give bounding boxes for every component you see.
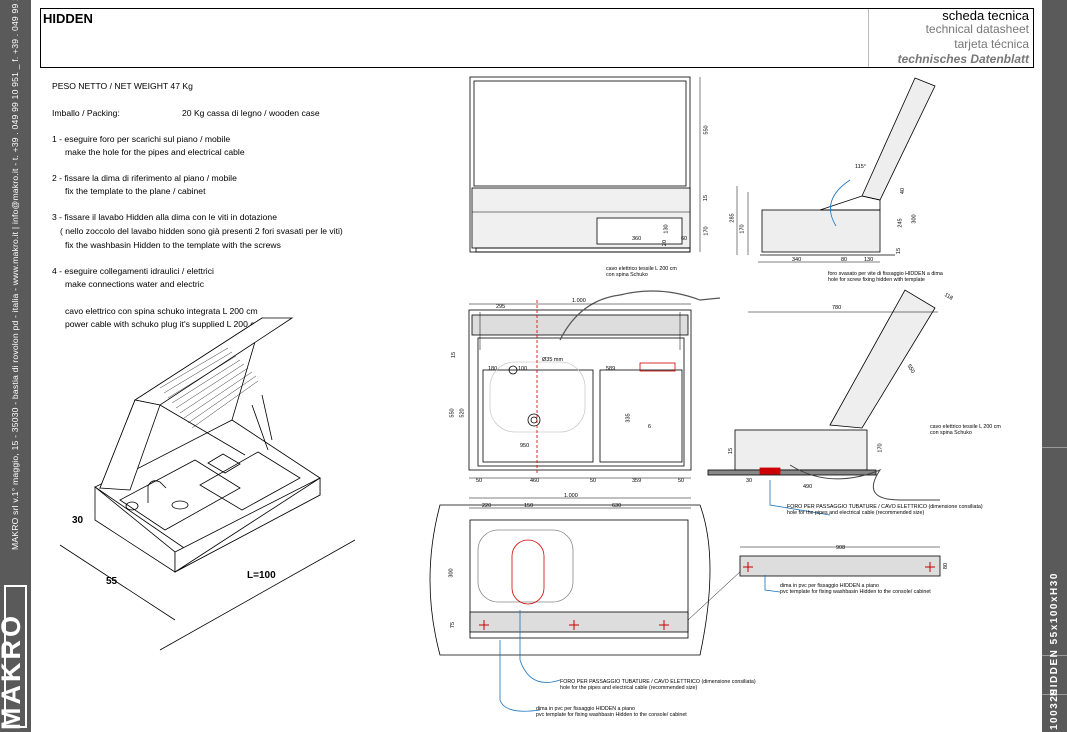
dim-label: 130 <box>663 224 670 234</box>
front-view <box>469 76 701 253</box>
header-lang-es: tarjeta técnica <box>954 37 1029 51</box>
step-1-en: make the hole for the pipes and electric… <box>65 147 245 157</box>
sidebar-divider <box>1042 447 1067 448</box>
dim-label: 150 <box>524 503 534 509</box>
dim-label: 335 <box>625 413 632 423</box>
plan-view <box>468 290 721 475</box>
dim-label: 950 <box>520 443 530 449</box>
iso-width-label: 55 <box>106 576 118 587</box>
header-lang-en: technical datasheet <box>925 22 1029 36</box>
net-weight: PESO NETTO / NET WEIGHT 47 Kg <box>52 81 193 91</box>
packing-value: 20 Kg cassa di legno / wooden case <box>182 108 320 118</box>
dim-label: 50 <box>476 478 483 484</box>
dim-label: 285 <box>729 213 736 223</box>
annotation-template-right: dima in pvc per fissaggio HIDDEN a piano… <box>780 583 931 595</box>
step-4-en: make connections water and electric <box>65 279 205 289</box>
sidebar-divider <box>1042 655 1067 656</box>
dim-label: 1.000 <box>564 493 578 499</box>
annotation-hole-pipes-right: FORO PER PASSAGGIO TUBATURE / CAVO ELETT… <box>787 504 983 516</box>
dim-label: 245 <box>897 218 904 228</box>
dim-label: 360 <box>632 236 642 242</box>
dim-label: 30 <box>746 478 753 484</box>
side-open-view <box>707 289 940 516</box>
dim-label: 300 <box>911 214 918 224</box>
dim-label: 490 <box>803 484 813 490</box>
annotation-cable-right: cavo elettrico tessile L 200 cm con spin… <box>930 424 1001 436</box>
cable-note-en: power cable with schuko plug it's suppli… <box>65 319 262 329</box>
dim-label: 20 <box>662 239 669 247</box>
annotation-cable-top: cavo elettrico tessile L 200 cm con spin… <box>606 266 677 278</box>
step-3-en: fix the washbasin Hidden to the template… <box>65 240 281 250</box>
dim-label: 50 <box>678 478 685 484</box>
step-2: 2 - fissare la dima di riferimento al pi… <box>52 173 237 183</box>
brand-sidebar: MAKRO srl v.1° maggio, 15 - 35030 - bast… <box>0 0 31 732</box>
dim-label: 180 <box>488 366 498 372</box>
dim-label: 75 <box>450 621 457 629</box>
dim-label: 15 <box>451 351 458 359</box>
dim-label: 60 <box>681 236 688 242</box>
step-1: 1 - eseguire foro per scarichi sul piano… <box>52 134 231 144</box>
dim-label: 50 <box>590 478 597 484</box>
dim-label: 300 <box>448 568 455 578</box>
packing-label: Imballo / Packing: <box>52 108 120 118</box>
step-4: 4 - eseguire collegamenti idraulici / el… <box>52 266 214 276</box>
dim-label: 80 <box>943 562 950 570</box>
dim-label: Ø35 mm <box>542 357 564 363</box>
side-view <box>736 77 936 256</box>
dim-label: 170 <box>877 443 884 453</box>
dim-label: 15 <box>896 247 903 255</box>
annotation-template-bottom: dima in pvc per fissaggio HIDDEN a piano… <box>536 706 687 718</box>
header-frame <box>40 8 1034 68</box>
header-underline <box>870 67 1030 68</box>
dim-label: 6 <box>648 424 652 430</box>
dim-label: 359 <box>632 478 642 484</box>
step-2-en: fix the template to the plane / cabinet <box>65 186 206 196</box>
dim-label: 115° <box>855 164 866 170</box>
header-divider <box>868 9 869 67</box>
dim-label: 220 <box>482 503 492 509</box>
header-lang-it: scheda tecnica <box>942 8 1029 23</box>
dim-label: 340 <box>792 257 802 263</box>
cable-note-it: cavo elettrico con spina schuko integrat… <box>65 306 258 316</box>
model-sidebar: HIDDEN 55x100xH30 100329 <box>1042 0 1067 732</box>
dim-label: 130 <box>864 257 874 263</box>
dim-label: 80 <box>841 257 848 263</box>
dim-label: 908 <box>836 545 846 551</box>
dim-label: 40 <box>900 187 907 195</box>
dim-label: 550 <box>703 125 710 135</box>
dim-label: 170 <box>739 224 746 234</box>
dim-label: 170 <box>703 226 710 236</box>
dim-label: 100 <box>518 366 528 372</box>
isometric-view <box>59 317 356 651</box>
sidebar-divider <box>1042 694 1067 695</box>
page-title: HIDDEN <box>43 11 93 26</box>
annotation-screw-hole: foro svasato per vite di fissaggio HIDDE… <box>828 271 943 283</box>
dim-label: 1.000 <box>572 298 586 304</box>
step-3-note: ( nello zoccolo del lavabo hidden sono g… <box>60 226 343 236</box>
dim-label: 589 <box>606 366 616 372</box>
dim-label: 460 <box>530 478 540 484</box>
dim-label: 295 <box>496 304 506 310</box>
dim-label: 630 <box>612 503 622 509</box>
dim-label: 780 <box>832 305 842 311</box>
dim-label: 15 <box>703 194 710 202</box>
annotation-hole-pipes-bottom: FORO PER PASSAGGIO TUBATURE / CAVO ELETT… <box>560 679 756 691</box>
brand-logo-frame <box>4 585 27 728</box>
step-3: 3 - fissare il lavabo Hidden alla dima c… <box>52 212 277 222</box>
iso-length-label: L=100 <box>247 570 276 581</box>
bottom-template-view <box>429 504 941 712</box>
dim-label: 550 <box>449 408 456 418</box>
dim-label: 520 <box>459 408 466 418</box>
header-lang-de: technisches Datenblatt <box>897 52 1029 66</box>
dim-label: 15 <box>728 447 735 455</box>
iso-depth-label: 30 <box>72 515 84 526</box>
